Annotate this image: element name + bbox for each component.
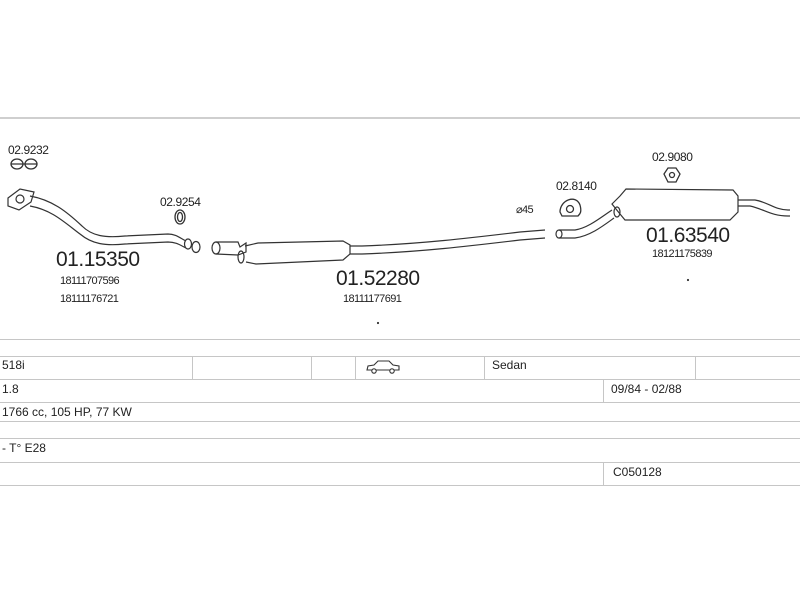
table-line [0,421,800,422]
clamp-front-code: 02.9232 [8,143,49,157]
table-divider [695,356,696,379]
middle-silencer-ref: 18111177691 [343,293,402,305]
chassis-code: - T° E28 [2,441,46,455]
rear-silencer-icon [555,188,790,239]
production-years: 09/84 - 02/88 [611,382,682,396]
front-pipe-icon [7,188,201,254]
middle-silencer-code: 01.52280 [336,267,420,290]
rear-silencer-ref: 18121175839 [652,248,712,260]
pipe-diameter-label: ⌀45 [516,204,534,216]
body-type: Sedan [492,358,527,372]
gasket-ring-icon [174,209,186,225]
table-line [0,402,800,403]
rubber-mount-code: 02.9080 [652,150,693,164]
table-line [0,379,800,380]
front-clamp-icon [10,158,38,170]
gasket-code: 02.9254 [160,195,201,209]
diagram-top-border [0,117,800,119]
front-pipe-ref-2: 18111176721 [60,293,119,305]
rear-clamp-code: 02.8140 [556,179,597,193]
table-line [0,356,800,357]
sedan-car-icon [366,360,400,379]
front-pipe-code: 01.15350 [56,248,140,271]
ref-mark-icon [376,278,690,325]
front-pipe-ref-1: 18111707596 [60,275,120,287]
table-divider [603,462,604,485]
table-divider [484,356,485,379]
vehicle-model: 518i [2,358,25,372]
table-line [0,485,800,486]
table-line [0,438,800,439]
table-divider [192,356,193,379]
table-line [0,462,800,463]
table-divider [311,356,312,379]
table-line [0,339,800,340]
rear-silencer-code: 01.63540 [646,224,730,247]
middle-silencer-icon [211,229,546,265]
rubber-mount-icon [663,167,681,183]
catalog-code: C050128 [613,465,662,479]
rear-clamp-icon [559,198,582,217]
engine-size: 1.8 [2,382,19,396]
table-divider [355,356,356,379]
engine-specs: 1766 cc, 105 HP, 77 KW [2,405,132,419]
table-divider [603,379,604,402]
